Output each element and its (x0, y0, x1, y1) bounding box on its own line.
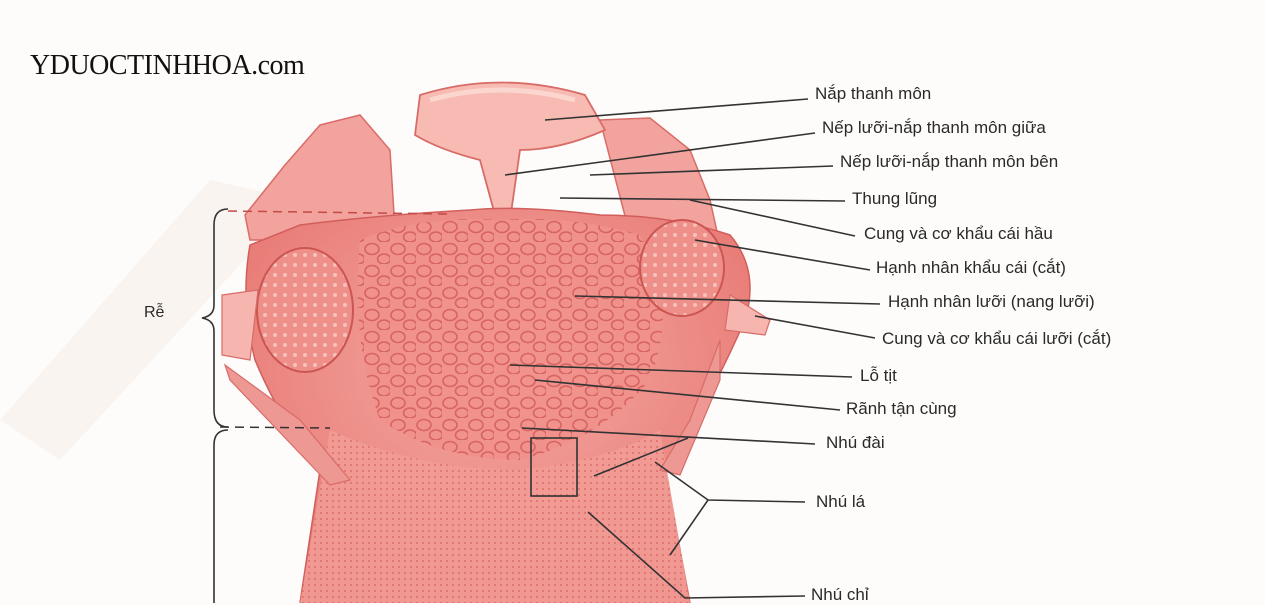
leader-lines (504, 98, 881, 599)
label-lingual-tonsil: Hạnh nhân lưỡi (nang lưỡi) (888, 292, 1095, 311)
label-palatoglossal-arch: Cung và cơ khẩu cái lưỡi (cắt) (882, 329, 1112, 348)
body-bracket (213, 429, 229, 603)
root-bracket (201, 208, 229, 428)
root-label: Rễ (144, 304, 165, 321)
label-vallecula: Thung lũng (852, 189, 938, 208)
label-lateral-glossoepiglottic-fold: Nếp lưỡi-nắp thanh môn bên (840, 152, 1059, 171)
left-palatoglossal-arch (221, 289, 259, 361)
label-filiform-papillae: Nhú chỉ (811, 585, 869, 604)
label-palatopharyngeal-arch: Cung và cơ khẩu cái hầu (864, 224, 1053, 243)
watermark-text: YDUOCTINHHOA.com (30, 50, 305, 81)
root-boundary-top (227, 210, 451, 215)
right-palatoglossal-arch (724, 294, 771, 336)
label-median-glossoepiglottic-fold: Nếp lưỡi-nắp thanh môn giữa (822, 118, 1046, 137)
tongue-root (357, 219, 663, 460)
left-palatine-tonsil (256, 247, 354, 373)
label-foramen-cecum: Lỗ tịt (860, 366, 897, 385)
label-terminal-sulcus: Rãnh tận cùng (846, 399, 957, 418)
left-lower-wall (223, 363, 352, 486)
label-vallate-papillae: Nhú đài (826, 433, 885, 452)
label-palatine-tonsil: Hạnh nhân khẩu cái (cắt) (876, 258, 1066, 277)
label-epiglottis: Nắp thanh môn (815, 84, 932, 103)
epiglottis-rim (429, 87, 576, 103)
label-foliate-papillae: Nhú lá (816, 492, 866, 511)
epiglottis (414, 81, 607, 223)
tongue-anterior (300, 430, 690, 603)
papillae-box (530, 437, 578, 497)
root-boundary-bottom (219, 426, 331, 429)
right-palatine-tonsil (639, 219, 725, 317)
background-sheen (0, 180, 300, 460)
